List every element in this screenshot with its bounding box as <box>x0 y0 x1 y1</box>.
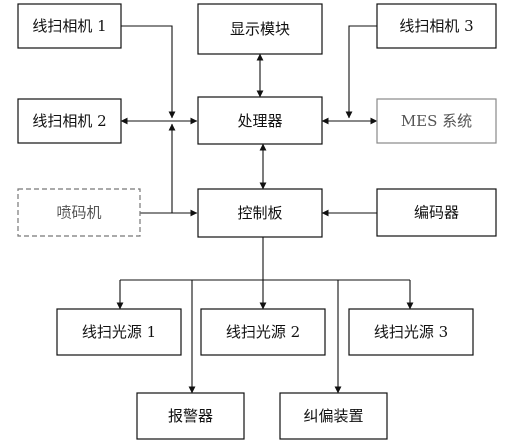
node-encoder-label: 编码器 <box>414 204 459 222</box>
node-display: 显示模块 <box>197 3 323 55</box>
node-light2-label: 线扫光源 2 <box>226 323 300 341</box>
node-light1: 线扫光源 1 <box>56 308 182 356</box>
node-camera3-label: 线扫相机 3 <box>399 17 473 35</box>
node-corrector: 纠偏装置 <box>279 392 388 440</box>
node-light1-label: 线扫光源 1 <box>82 323 156 341</box>
camera3-link <box>345 25 377 119</box>
node-corrector-label: 纠偏装置 <box>303 407 363 425</box>
node-control-board: 控制板 <box>197 188 323 238</box>
node-camera3: 线扫相机 3 <box>376 3 497 49</box>
node-camera1: 线扫相机 1 <box>17 3 122 49</box>
node-mes: MES 系统 <box>376 98 497 144</box>
connectors <box>116 25 414 394</box>
node-alarm: 报警器 <box>136 392 245 440</box>
node-processor: 处理器 <box>197 96 323 145</box>
node-camera2-label: 线扫相机 2 <box>32 112 106 130</box>
node-mes-label: MES 系统 <box>401 112 472 130</box>
node-light2: 线扫光源 2 <box>200 308 326 356</box>
node-alarm-label: 报警器 <box>168 407 213 425</box>
node-encoder: 编码器 <box>376 188 497 237</box>
node-inkjet-label: 喷码机 <box>56 204 101 222</box>
node-light3: 线扫光源 3 <box>348 308 474 356</box>
node-light3-label: 线扫光源 3 <box>374 323 448 341</box>
node-display-label: 显示模块 <box>230 20 290 38</box>
node-camera2: 线扫相机 2 <box>17 98 122 144</box>
node-processor-label: 处理器 <box>237 112 282 130</box>
node-control-board-label: 控制板 <box>237 204 282 222</box>
camera1-link <box>121 25 176 119</box>
node-inkjet: 喷码机 <box>17 188 141 237</box>
node-camera1-label: 线扫相机 1 <box>32 17 106 35</box>
